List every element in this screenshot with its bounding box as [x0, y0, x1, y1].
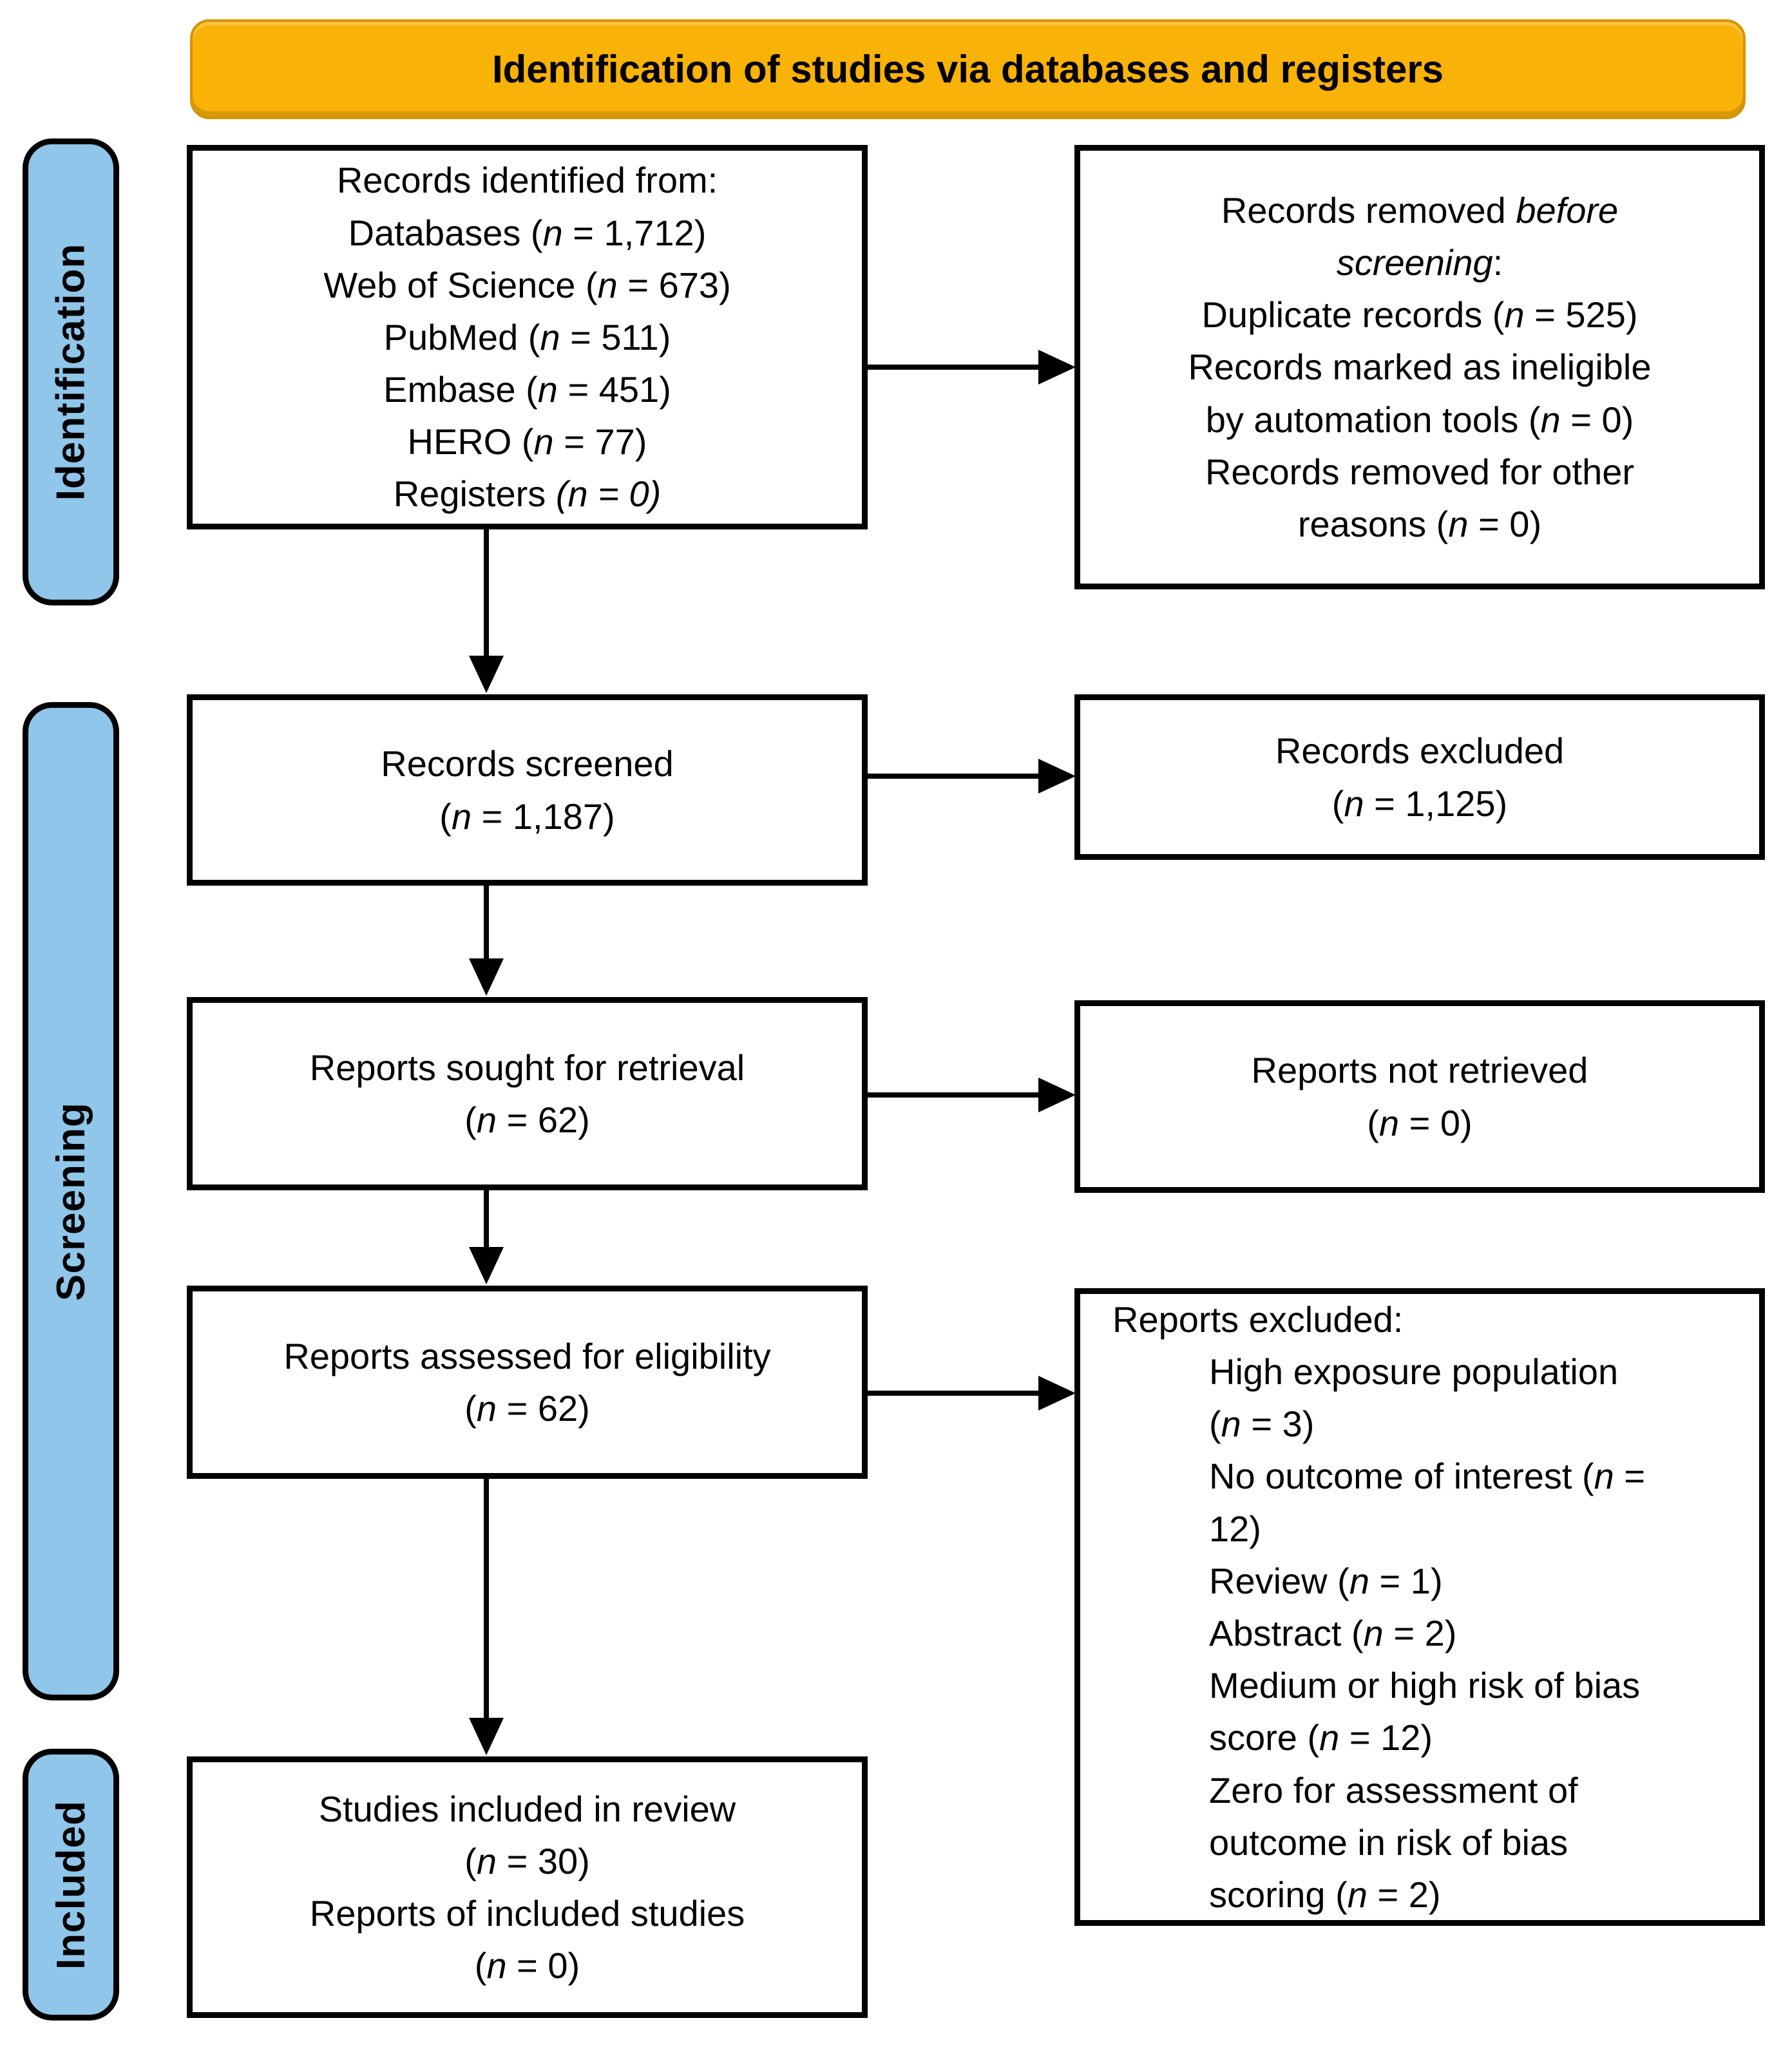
text-line: Abstract (n = 2) — [1209, 1613, 1457, 1653]
text-line: by automation tools (n = 0) — [1205, 399, 1634, 440]
arrow-identified-to-screened-line — [484, 529, 489, 657]
arrow-assessed-to-included-head — [469, 1718, 504, 1755]
box-reports-sought: Reports sought for retrieval (n = 62) — [187, 997, 868, 1190]
arrow-assessed-to-excluded-head — [1038, 1376, 1076, 1411]
text-line: Reports excluded: — [1112, 1298, 1404, 1340]
sidebar-included-label: Included — [48, 1800, 93, 1970]
arrow-screened-to-sought-head — [469, 958, 504, 996]
arrow-identified-to-screened-head — [469, 656, 504, 693]
text-line: Studies included in review — [318, 1788, 736, 1829]
text-line: Reports sought for retrieval — [309, 1047, 745, 1088]
sidebar-screening-label: Screening — [48, 1101, 93, 1301]
text-line: (n = 30) — [464, 1840, 590, 1881]
arrow-sought-to-not-retrieved-head — [1038, 1078, 1076, 1112]
box-reports-excluded: Reports excluded: High exposure populatio… — [1074, 1288, 1765, 1926]
text-line: outcome in risk of bias — [1209, 1821, 1568, 1863]
box-records-screened: Records screened (n = 1,187) — [187, 694, 868, 886]
text-line: Review (n = 1) — [1209, 1560, 1443, 1601]
text-line: (n = 1,125) — [1331, 783, 1508, 824]
sidebar-screening: Screening — [23, 702, 119, 1700]
arrow-identified-to-removed-head — [1038, 350, 1076, 385]
arrow-sought-to-assessed-head — [469, 1247, 504, 1284]
arrow-screened-to-excluded-line — [868, 774, 1038, 779]
text-line: Medium or high risk of bias — [1209, 1665, 1641, 1706]
box-records-removed: Records removed before screening: Duplicat… — [1074, 145, 1765, 589]
text-line: score (n = 12) — [1209, 1717, 1433, 1758]
arrow-identified-to-removed-line — [868, 365, 1038, 370]
text-line: Records excluded — [1275, 730, 1565, 772]
text-line: screening: — [1336, 242, 1503, 283]
box-records-excluded: Records excluded (n = 1,125) — [1074, 694, 1765, 860]
arrow-assessed-to-excluded-line — [868, 1391, 1038, 1396]
text-line: No outcome of interest (n = — [1209, 1456, 1646, 1497]
text-line: HERO (n = 77) — [407, 421, 647, 462]
text-line: Records removed before — [1221, 189, 1619, 231]
text-line: Zero for assessment of — [1209, 1769, 1578, 1811]
text-line: Databases (n = 1,712) — [348, 212, 707, 253]
text-line: (n = 1,187) — [439, 795, 615, 837]
text-line: PubMed (n = 511) — [383, 316, 671, 357]
box-reports-assessed: Reports assessed for eligibility (n = 62) — [187, 1286, 868, 1479]
sidebar-identification-label: Identification — [48, 243, 93, 501]
text-line: Duplicate records (n = 525) — [1201, 294, 1638, 336]
header-title: Identification of studies via databases … — [491, 48, 1444, 91]
arrow-screened-to-sought-line — [484, 886, 489, 960]
header-banner: Identification of studies via databases … — [190, 19, 1746, 119]
text-line: Records screened — [381, 743, 674, 785]
text-line: Registers (n = 0) — [393, 473, 662, 515]
sidebar-included: Included — [23, 1749, 119, 2021]
text-line: (n = 62) — [464, 1388, 590, 1429]
arrow-assessed-to-included-line — [484, 1479, 489, 1719]
text-line: Records removed for other — [1205, 451, 1635, 492]
text-line: Reports not retrieved — [1251, 1050, 1588, 1091]
sidebar-identification: Identification — [23, 138, 119, 605]
box-reports-not-retrieved: Reports not retrieved (n = 0) — [1074, 1000, 1765, 1193]
text-line: Reports assessed for eligibility — [283, 1335, 771, 1376]
text-line: High exposure population — [1209, 1351, 1619, 1393]
text-line: Web of Science (n = 673) — [323, 264, 731, 305]
text-line: 12) — [1209, 1508, 1261, 1549]
text-line: (n = 0) — [1367, 1102, 1473, 1143]
text-line: (n = 62) — [464, 1099, 590, 1140]
text-line: reasons (n = 0) — [1297, 503, 1542, 544]
text-line: (n = 3) — [1209, 1403, 1315, 1445]
text-line: Embase (n = 451) — [383, 369, 671, 410]
text-line: Records marked as ineligible — [1188, 347, 1652, 388]
text-line: (n = 0) — [474, 1945, 580, 1986]
arrow-sought-to-assessed-line — [484, 1190, 489, 1248]
text-line: Records identified from: — [336, 160, 718, 201]
arrow-sought-to-not-retrieved-line — [868, 1092, 1038, 1098]
text-line: Reports of included studies — [309, 1893, 745, 1934]
text-line: scoring (n = 2) — [1209, 1874, 1441, 1915]
arrow-screened-to-excluded-head — [1038, 759, 1076, 794]
box-studies-included: Studies included in review (n = 30) Report… — [187, 1756, 868, 2018]
box-records-identified: Records identified from: Databases (n = 1… — [187, 145, 868, 529]
